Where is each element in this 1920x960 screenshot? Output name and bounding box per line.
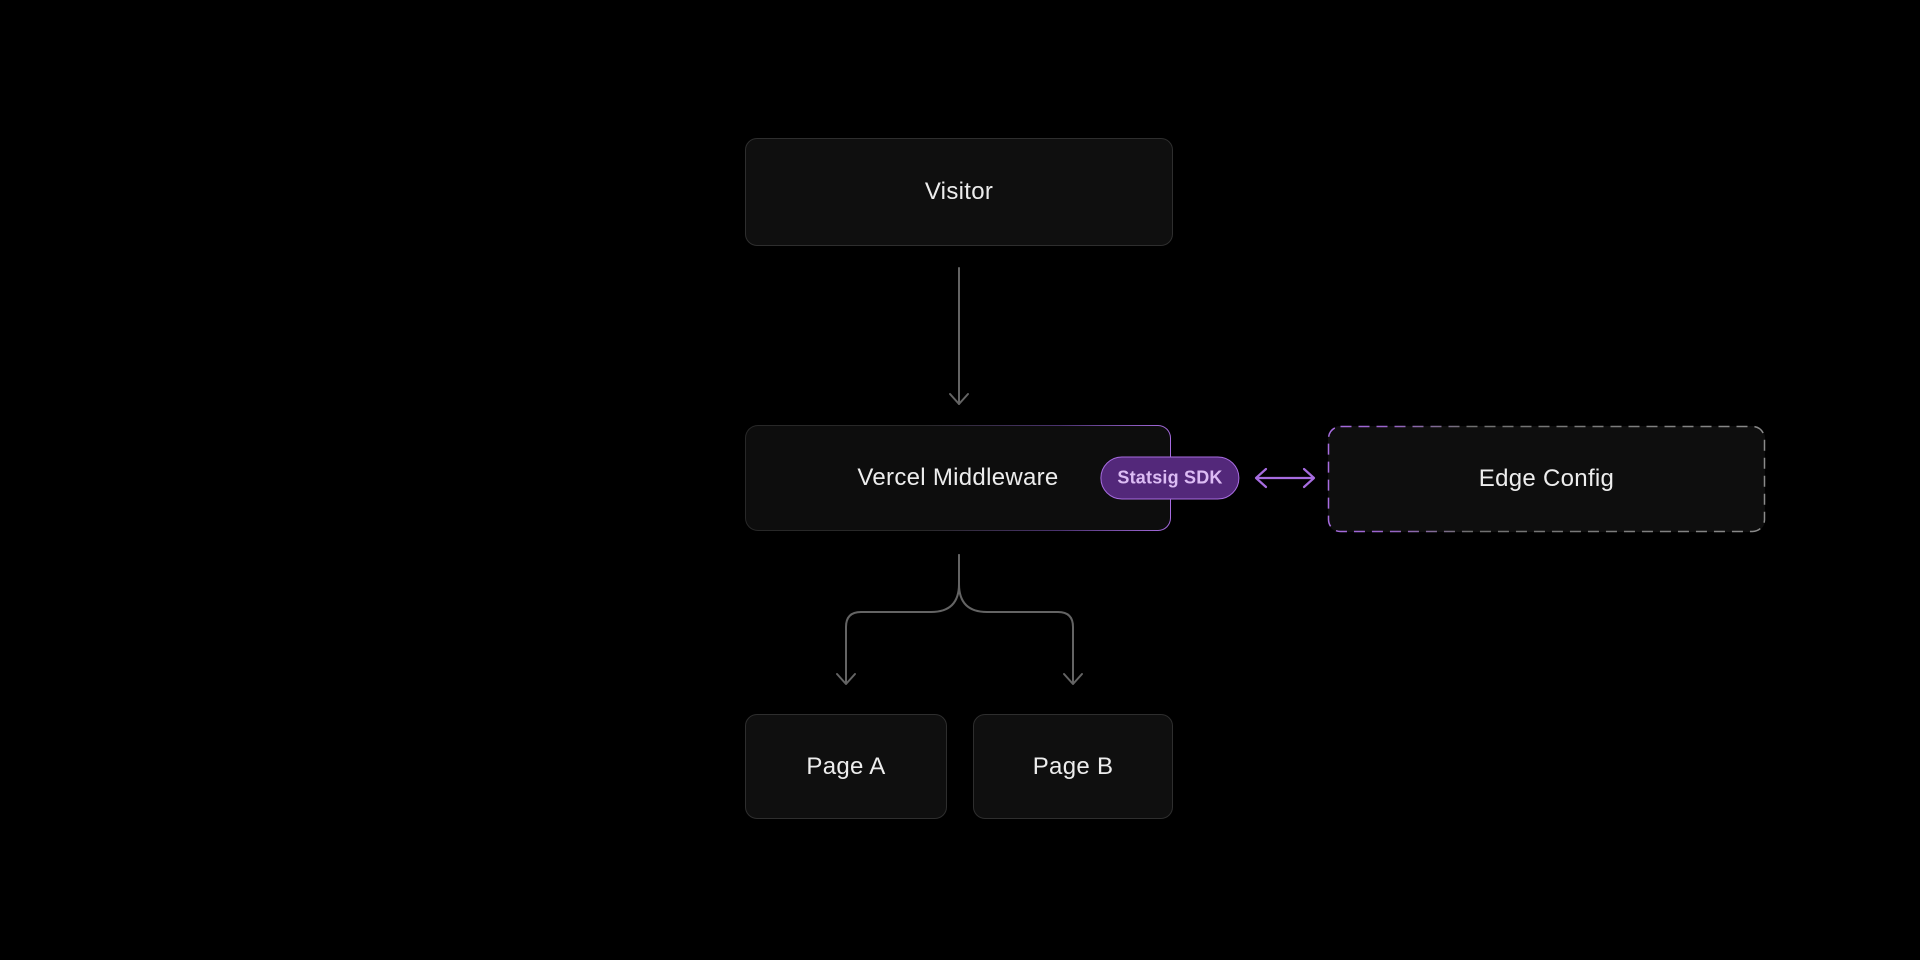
node-visitor: Visitor [745, 138, 1173, 246]
node-page-b: Page B [973, 714, 1173, 819]
statsig-sdk-badge: Statsig SDK [1100, 456, 1240, 500]
arrow-middleware-edge-config [1254, 467, 1316, 489]
arrow-visitor-to-middleware [949, 267, 969, 405]
node-edge-config: Edge Config [1328, 426, 1765, 532]
node-page-a: Page A [745, 714, 947, 819]
middleware-label: Vercel Middleware [857, 464, 1059, 491]
node-middleware-inner: Vercel Middleware [746, 426, 1170, 530]
page-b-label: Page B [1032, 752, 1114, 780]
arrow-middleware-to-pages [836, 554, 1083, 685]
statsig-sdk-badge-label: Statsig SDK [1117, 467, 1223, 488]
page-a-label: Page A [806, 752, 886, 780]
edge-config-label: Edge Config [1478, 465, 1615, 492]
arrow-middleware-to-page-b [958, 554, 1074, 684]
node-middleware: Vercel Middleware [745, 425, 1171, 531]
visitor-label: Visitor [924, 178, 994, 205]
arrow-middleware-to-page-a [845, 554, 960, 684]
